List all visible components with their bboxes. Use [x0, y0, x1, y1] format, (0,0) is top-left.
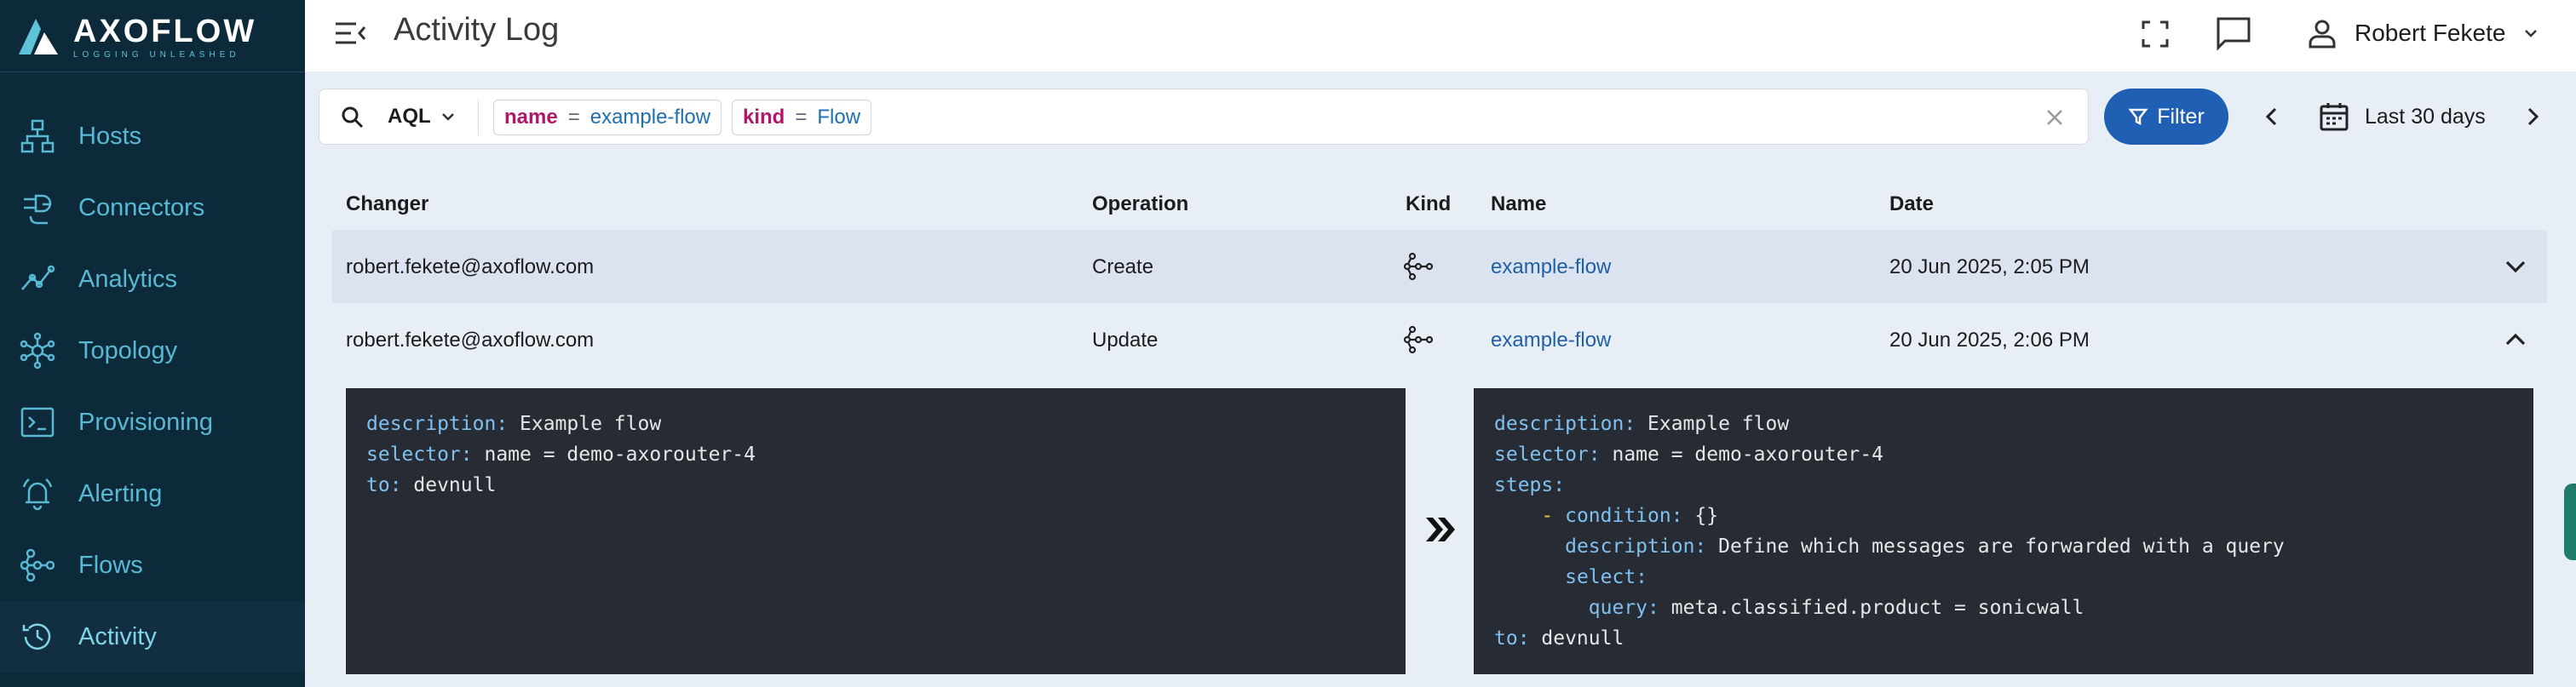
- connectors-icon: [19, 189, 56, 226]
- code-line: description: Example flow: [366, 413, 662, 435]
- chevron-left-icon[interactable]: [2257, 102, 2286, 131]
- search-icon: [342, 106, 364, 129]
- sidebar-item-alerting[interactable]: Alerting: [0, 458, 305, 530]
- operation-cell: Create: [1092, 255, 1154, 278]
- sidebar-item-topology[interactable]: Topology: [0, 315, 305, 386]
- sidebar-item-label: Alerting: [78, 479, 163, 507]
- operation-cell: Update: [1092, 329, 1159, 352]
- user-menu[interactable]: Robert Fekete: [2305, 12, 2541, 54]
- chevron-right-icon[interactable]: [2518, 102, 2547, 131]
- sidebar-item-label: Connectors: [78, 193, 205, 221]
- chip-key: kind: [743, 106, 785, 129]
- table-header: Changer Operation Kind Name Date: [332, 179, 2547, 226]
- date-cell: 20 Jun 2025, 2:05 PM: [1889, 255, 2090, 278]
- chip-key: name: [504, 106, 558, 129]
- filter-chip-kind[interactable]: kind = Flow: [732, 100, 872, 135]
- code-line: selector: name = demo-axorouter-4: [366, 444, 756, 466]
- calendar-icon[interactable]: [2317, 100, 2351, 134]
- sidebar-item-label: Activity: [78, 622, 157, 650]
- history-icon: [19, 618, 56, 656]
- name-link[interactable]: example-flow: [1491, 255, 1612, 278]
- chevron-down-icon: [2525, 30, 2538, 37]
- page-title: Activity Log: [394, 12, 560, 48]
- code-line: steps:: [1494, 474, 1566, 496]
- user-name: Robert Fekete: [2355, 20, 2506, 46]
- flows-icon: [19, 547, 56, 584]
- brand-tagline: LOGGING UNLEASHED: [73, 49, 240, 60]
- chevron-down-icon[interactable]: [2499, 250, 2532, 283]
- hosts-icon: [19, 117, 56, 155]
- axoflow-logo-icon: [19, 19, 58, 54]
- query-language-label: AQL: [388, 105, 431, 128]
- column-header-name[interactable]: Name: [1491, 192, 1547, 215]
- chip-value: example-flow: [589, 106, 711, 129]
- date-range-label[interactable]: Last 30 days: [2365, 104, 2486, 129]
- chevron-up-icon[interactable]: [2499, 323, 2532, 356]
- top-header: Activity Log Robert Fekete: [305, 0, 2576, 72]
- chip-operator: =: [795, 106, 808, 129]
- double-chevron-right-icon: [1426, 518, 1455, 541]
- chevron-down-icon: [441, 113, 454, 121]
- menu-collapse-icon[interactable]: [331, 14, 370, 53]
- funnel-icon: [2128, 108, 2148, 126]
- chip-operator: =: [567, 106, 580, 129]
- query-bar[interactable]: AQL name = example-flow kind = Flow: [319, 89, 2089, 145]
- code-line: description: Example flow: [1494, 413, 1790, 435]
- sidebar-item-label: Analytics: [78, 265, 178, 293]
- changer-cell: robert.fekete@axoflow.com: [346, 255, 595, 278]
- terminal-icon: [19, 404, 56, 441]
- analytics-icon: [19, 260, 56, 298]
- code-line: to: devnull: [1494, 627, 1624, 650]
- diff-before-panel: description: Example flow selector: name …: [346, 388, 1406, 674]
- bell-icon: [19, 475, 56, 512]
- table-row[interactable]: robert.fekete@axoflow.com Update example…: [332, 303, 2547, 376]
- filter-button[interactable]: Filter: [2104, 89, 2228, 145]
- fullscreen-icon[interactable]: [2135, 14, 2176, 54]
- user-icon: [2309, 20, 2336, 49]
- sidebar-item-label: Provisioning: [78, 408, 213, 436]
- chip-value: Flow: [817, 106, 861, 129]
- sidebar-item-analytics[interactable]: Analytics: [0, 243, 305, 315]
- date-range-control: Last 30 days: [2257, 89, 2547, 145]
- sidebar-item-connectors[interactable]: Connectors: [0, 172, 305, 243]
- side-panel-handle[interactable]: [2564, 484, 2576, 560]
- sidebar-item-flows[interactable]: Flows: [0, 530, 305, 601]
- filter-chip-name[interactable]: name = example-flow: [493, 100, 722, 135]
- column-header-date[interactable]: Date: [1889, 192, 1935, 215]
- changer-cell: robert.fekete@axoflow.com: [346, 329, 595, 352]
- sidebar-nav: Hosts Connectors Analytics Topology Prov…: [0, 100, 305, 673]
- code-line: select:: [1565, 566, 1648, 588]
- code-line: selector: name = demo-axorouter-4: [1494, 444, 1883, 466]
- query-language-select[interactable]: AQL: [388, 105, 457, 129]
- sidebar-item-hosts[interactable]: Hosts: [0, 100, 305, 172]
- chat-icon[interactable]: [2213, 14, 2254, 54]
- date-cell: 20 Jun 2025, 2:06 PM: [1889, 329, 2090, 352]
- sidebar-item-label: Topology: [78, 336, 178, 364]
- clear-icon[interactable]: [2042, 105, 2067, 130]
- column-header-changer[interactable]: Changer: [346, 192, 429, 215]
- table-row[interactable]: robert.fekete@axoflow.com Create example…: [332, 230, 2547, 303]
- sidebar: AXOFLOW LOGGING UNLEASHED Hosts Connecto…: [0, 0, 305, 687]
- filter-button-label: Filter: [2157, 104, 2205, 129]
- flow-icon: [1403, 252, 1434, 281]
- brand-name: AXOFLOW: [73, 13, 257, 49]
- sidebar-item-label: Flows: [78, 551, 143, 579]
- topology-icon: [19, 332, 56, 369]
- diff-after-panel: description: Example flow selector: name …: [1474, 388, 2533, 674]
- sidebar-item-provisioning[interactable]: Provisioning: [0, 386, 305, 458]
- flow-icon: [1403, 325, 1434, 354]
- code-line: query: meta.classified.product = sonicwa…: [1588, 597, 2084, 619]
- separator: [478, 100, 479, 135]
- code-line: description: Define which messages are f…: [1565, 535, 2285, 558]
- sidebar-item-activity[interactable]: Activity: [0, 601, 305, 673]
- code-line: to: devnull: [366, 474, 497, 496]
- sidebar-item-label: Hosts: [78, 122, 142, 150]
- name-link[interactable]: example-flow: [1491, 329, 1612, 352]
- column-header-kind[interactable]: Kind: [1406, 192, 1452, 215]
- code-line: - condition: {}: [1541, 505, 1719, 527]
- column-header-operation[interactable]: Operation: [1092, 192, 1189, 215]
- brand-logo[interactable]: AXOFLOW LOGGING UNLEASHED: [15, 7, 256, 66]
